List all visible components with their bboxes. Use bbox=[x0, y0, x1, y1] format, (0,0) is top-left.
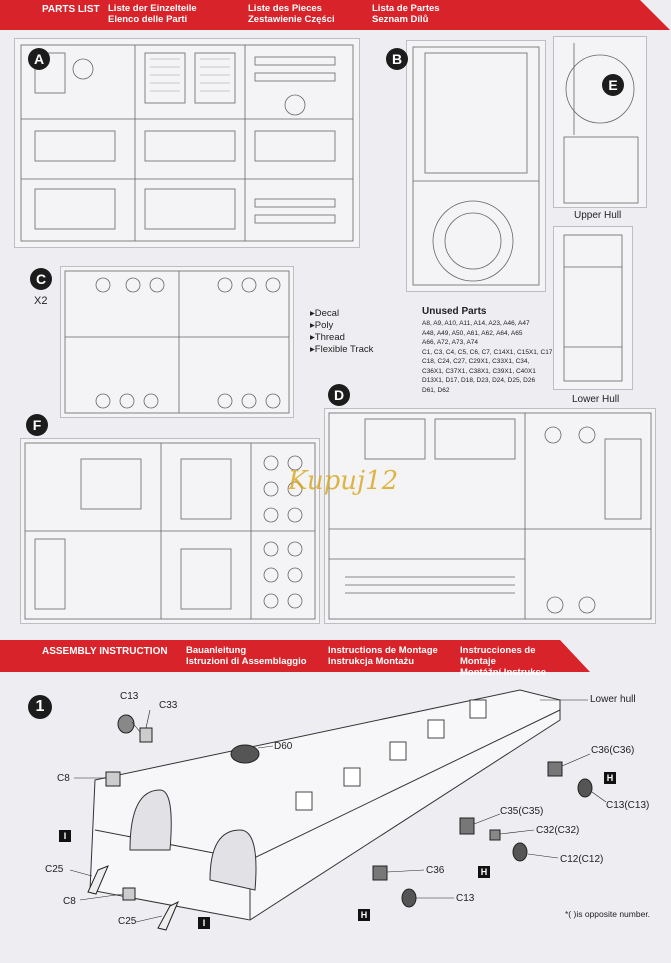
label-c25-bottom: C25 bbox=[118, 916, 137, 927]
marker-i: I bbox=[59, 830, 71, 842]
assembly-col-2: Instructions de Montage Instrukcja Monta… bbox=[328, 645, 438, 667]
sprue-b-badge: B bbox=[386, 48, 408, 70]
unused-parts-title: Unused Parts bbox=[422, 306, 487, 317]
unused-parts: Unused Parts A8, A9, A10, A11, A14, A23,… bbox=[422, 306, 552, 395]
legend-item: ▸Poly bbox=[310, 320, 334, 331]
sprue-e-badge: E bbox=[602, 74, 624, 96]
parts-list-header: PARTS LIST Liste der Einzelteile Elenco … bbox=[0, 0, 670, 30]
sprue-a-drawing bbox=[20, 44, 354, 242]
marker-h: H bbox=[604, 772, 616, 784]
label-c36: C36 bbox=[426, 865, 445, 876]
sprue-b-frame bbox=[406, 40, 546, 292]
opposite-number-note: *( )is opposite number. bbox=[565, 909, 651, 919]
legend-item: ▸Thread bbox=[310, 332, 345, 343]
watermark: Kupuj12 bbox=[288, 466, 399, 496]
label-c25: C25 bbox=[45, 864, 64, 875]
parts-list-title: PARTS LIST bbox=[42, 4, 100, 15]
unused-parts-list: A8, A9, A10, A11, A14, A23, A46, A47 A48… bbox=[422, 320, 553, 394]
label-c12-pair: C12(C12) bbox=[560, 854, 604, 865]
label-c13-pair: C13(C13) bbox=[606, 800, 650, 811]
sprue-d-drawing bbox=[328, 412, 652, 620]
sprue-f-badge: F bbox=[26, 414, 48, 436]
sprue-d-badge: D bbox=[328, 384, 350, 406]
legend-item: ▸Decal bbox=[310, 308, 340, 319]
sprue-c-frame bbox=[60, 266, 294, 418]
sprue-c-quantity: X2 bbox=[34, 295, 48, 307]
label-lower-hull: Lower hull bbox=[590, 694, 636, 705]
sprue-e-drawing bbox=[563, 43, 639, 204]
step-number-badge: 1 bbox=[28, 695, 52, 719]
label-c13-bottom: C13 bbox=[456, 893, 475, 904]
sprue-c-badge: C bbox=[30, 268, 52, 290]
assembly-col-3: Instrucciones de Montaje Montážní Instru… bbox=[460, 645, 547, 678]
label-c32-pair: C32(C32) bbox=[536, 825, 580, 836]
header-col-1: Liste der Einzelteile Elenco delle Parti bbox=[108, 3, 197, 25]
header-col-3: Lista de Partes Seznam Dílů bbox=[372, 3, 440, 25]
upper-hull-label: Upper Hull bbox=[574, 210, 622, 221]
sprue-f-drawing bbox=[24, 442, 316, 620]
label-c35-pair: C35(C35) bbox=[500, 806, 544, 817]
assembly-title: ASSEMBLY INSTRUCTION bbox=[42, 646, 168, 657]
label-c33: C33 bbox=[159, 700, 178, 711]
sprue-a-badge: A bbox=[28, 48, 50, 70]
label-d60: D60 bbox=[274, 741, 293, 752]
sprue-e-frame bbox=[553, 36, 647, 208]
label-c36-pair: C36(C36) bbox=[591, 745, 635, 756]
header-col-2: Liste des Pieces Zestawienie Części bbox=[248, 3, 335, 25]
lower-hull-frame bbox=[553, 226, 633, 390]
marker-i-bottom: I bbox=[198, 917, 210, 929]
sprue-d-frame bbox=[324, 408, 656, 624]
extras-legend: ▸Decal ▸Poly ▸Thread ▸Flexible Track bbox=[310, 308, 373, 356]
lower-hull-drawing bbox=[563, 234, 623, 382]
step-1-diagram bbox=[69, 689, 607, 931]
label-c8-bottom: C8 bbox=[63, 896, 76, 907]
marker-h-mid: H bbox=[478, 866, 490, 878]
label-c8: C8 bbox=[57, 773, 70, 784]
sprue-f-frame bbox=[20, 438, 320, 624]
legend-item: ▸Flexible Track bbox=[310, 344, 374, 355]
marker-h-bottom: H bbox=[358, 909, 370, 921]
sprue-b-drawing bbox=[412, 46, 540, 286]
assembly-col-1: Bauanleitung Istruzioni di Assemblaggio bbox=[186, 645, 307, 667]
label-c13: C13 bbox=[120, 691, 139, 702]
lower-hull-part bbox=[89, 689, 561, 921]
sprue-a-frame bbox=[14, 38, 360, 248]
lower-hull-label: Lower Hull bbox=[572, 394, 620, 405]
assembly-header: ASSEMBLY INSTRUCTION Bauanleitung Istruz… bbox=[0, 640, 590, 678]
sprue-c-drawing bbox=[64, 270, 290, 414]
